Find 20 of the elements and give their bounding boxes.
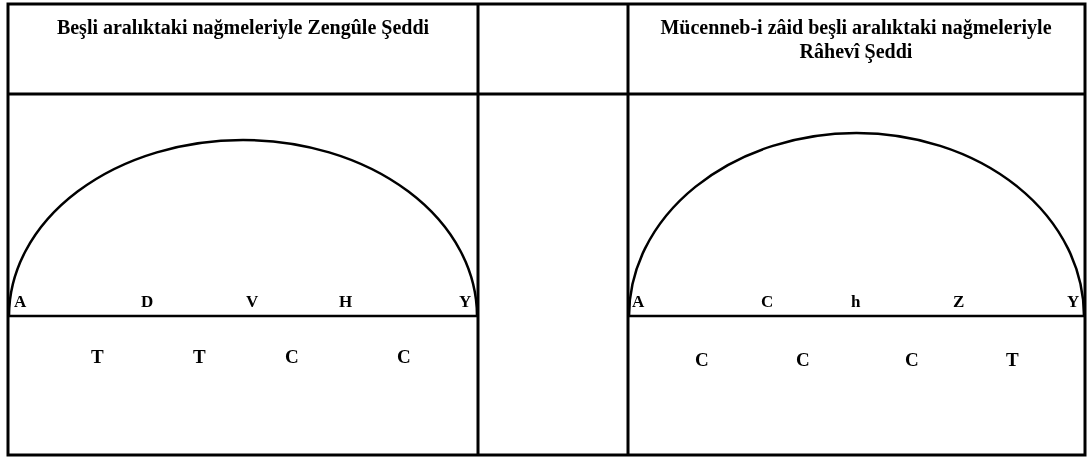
note-letter: A: [632, 292, 645, 312]
column-heading: Mücenneb-i zâid beşli aralıktaki nağmeleriyle Râhevî Şeddi: [659, 15, 1053, 63]
interval-letter: T: [193, 346, 206, 368]
interval-letter: C: [285, 346, 299, 368]
interval-letter: C: [397, 346, 411, 368]
note-letter: A: [14, 292, 27, 312]
note-letter: Y: [1067, 292, 1080, 312]
interval-letter: C: [905, 349, 919, 371]
note-letter: Y: [459, 292, 472, 312]
note-letter: V: [246, 292, 259, 312]
interval-letter: C: [695, 349, 709, 371]
interval-letter: T: [1006, 349, 1019, 371]
note-letter: h: [851, 292, 861, 312]
note-letter: H: [339, 292, 353, 312]
interval-letter: T: [91, 346, 104, 368]
note-letter: Z: [953, 292, 965, 312]
note-letter: C: [761, 292, 774, 312]
interval-letter: C: [796, 349, 810, 371]
column-heading: Beşli aralıktaki nağmeleriyle Zengûle Şeddi: [55, 15, 431, 39]
note-letter: D: [141, 292, 154, 312]
